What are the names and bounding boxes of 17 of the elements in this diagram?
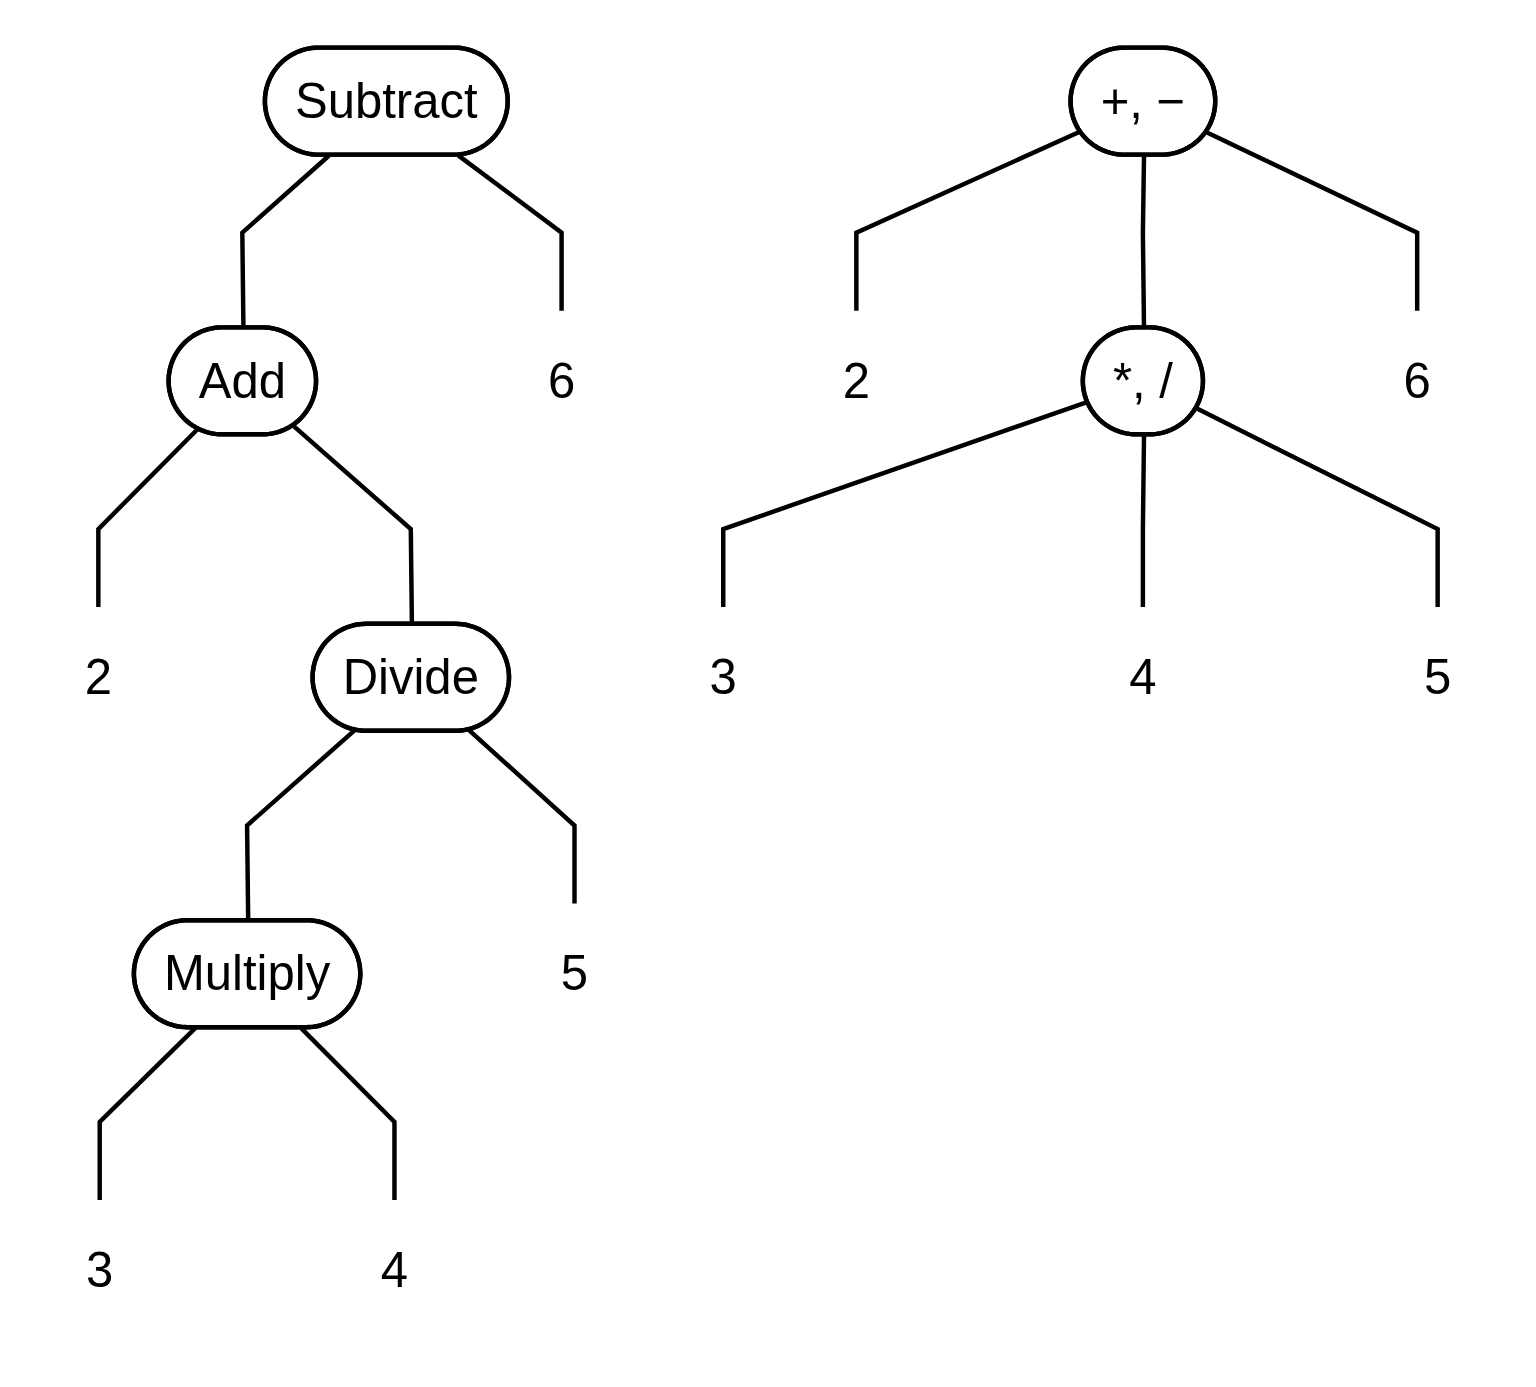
connector [1140, 434, 1147, 607]
node-text: 3 [709, 648, 737, 705]
connector [854, 128, 1082, 311]
connector [96, 426, 200, 607]
connector [467, 728, 577, 903]
node-text: 5 [560, 945, 589, 1002]
connector [1206, 129, 1420, 311]
connector [721, 399, 1089, 607]
node-text: 2 [842, 352, 870, 409]
connector [1195, 406, 1440, 607]
node-text: 4 [380, 1241, 409, 1298]
node-text: 6 [547, 352, 576, 409]
node-text: 4 [1129, 648, 1157, 705]
node-text: 2 [84, 648, 112, 705]
node-text: 6 [1403, 352, 1431, 409]
node-text: 5 [1424, 648, 1452, 705]
node-text: 3 [86, 1241, 114, 1298]
